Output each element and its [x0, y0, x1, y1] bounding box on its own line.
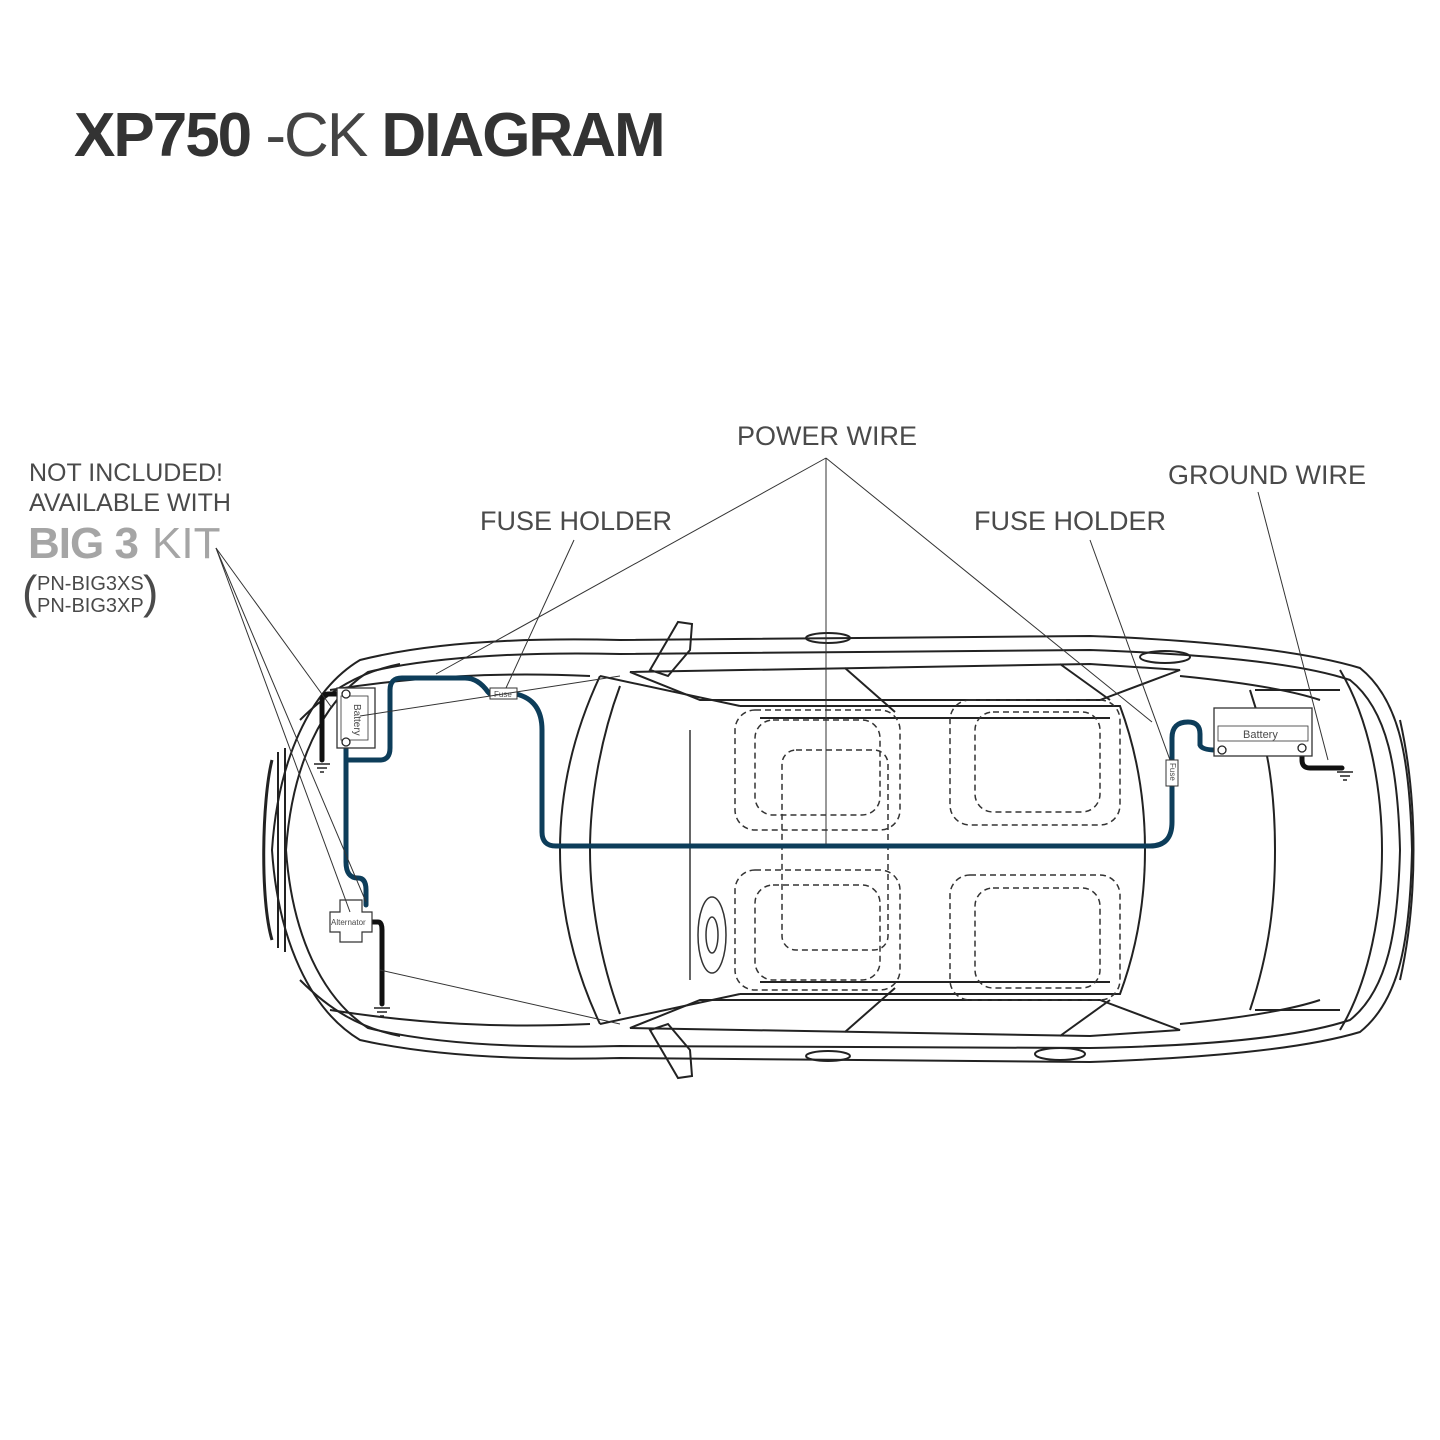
paren-left: ( — [22, 566, 38, 618]
part-number-2: PN-BIG3XP — [37, 595, 144, 617]
title-word: DIAGRAM — [381, 101, 665, 170]
alternator-label: Alternator — [331, 918, 366, 927]
part-number-1: PN-BIG3XS — [37, 573, 144, 595]
front-battery: Battery — [336, 687, 376, 749]
fuse-holder-rear-label: FUSE HOLDER — [974, 506, 1166, 536]
fuse-front-label: Fuse — [494, 690, 512, 699]
title-kit: CK — [284, 101, 368, 170]
ground-symbols — [314, 763, 1353, 1017]
power-wire — [343, 675, 1219, 908]
rear-battery: Battery — [1213, 707, 1313, 757]
car-outline — [262, 620, 1415, 1080]
fuse-rear: Fuse — [1165, 759, 1179, 787]
title-separator: - — [265, 101, 286, 170]
big3-label: BIG 3 — [28, 519, 138, 568]
fuse-holder-front-label: FUSE HOLDER — [480, 506, 672, 536]
paren-right: ) — [143, 566, 158, 618]
power-wire-label: POWER WIRE — [737, 421, 917, 451]
car-interior — [734, 699, 1121, 1001]
diagram-title: XP750 -CK DIAGRAM — [74, 100, 666, 171]
not-included-label: NOT INCLUDED! — [29, 459, 223, 487]
ground-wire — [319, 691, 1345, 1007]
ground-wire-label: GROUND WIRE — [1168, 460, 1366, 490]
rear-battery-label: Battery — [1243, 729, 1278, 741]
leader-lines — [215, 457, 1329, 1025]
alternator: Alternator — [329, 899, 373, 943]
fuse-rear-label: Fuse — [1168, 763, 1177, 781]
kit-label: KIT — [152, 519, 220, 568]
title-model: XP750 — [74, 101, 252, 170]
available-with-label: AVAILABLE WITH — [29, 489, 231, 517]
steering-wheel — [689, 730, 727, 980]
front-battery-label: Battery — [351, 704, 362, 736]
